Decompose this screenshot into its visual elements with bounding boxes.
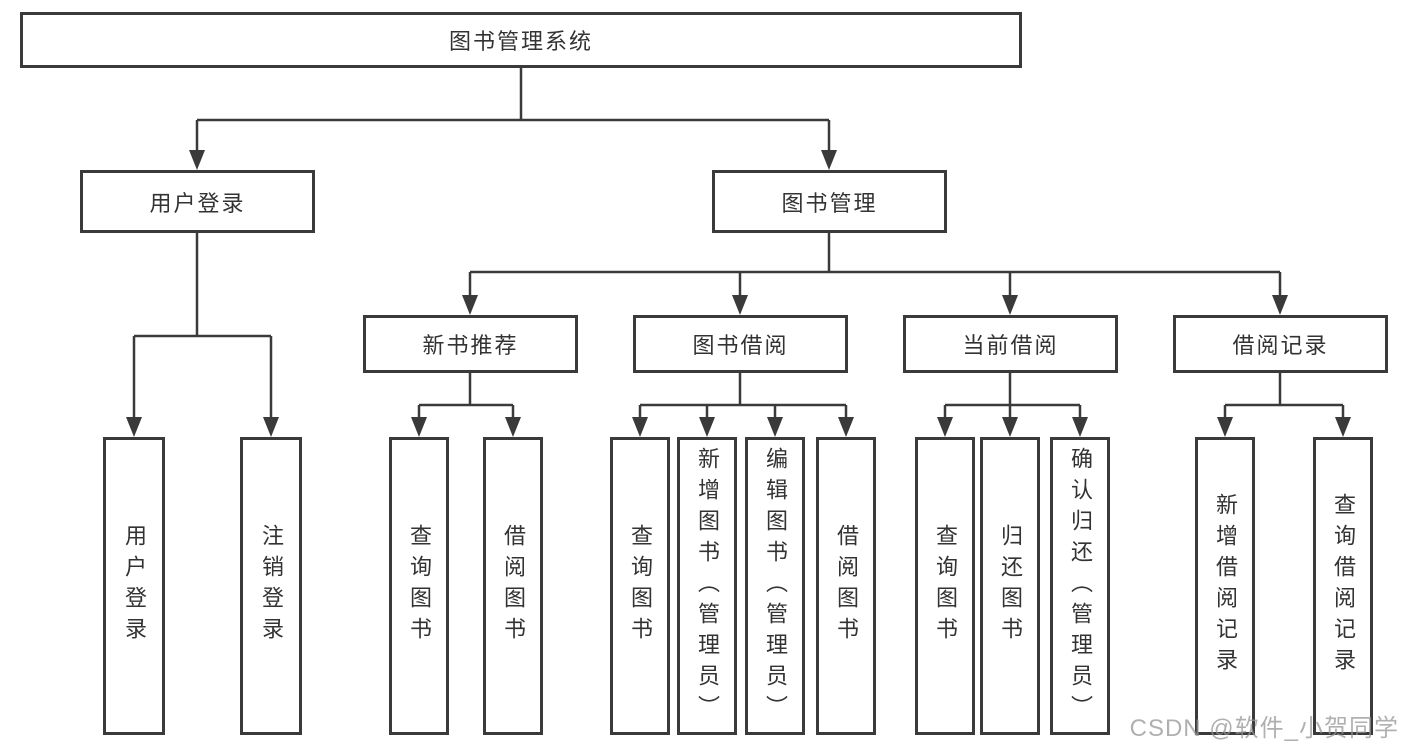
leaf-label: 查询借阅记录 — [1331, 493, 1356, 679]
leaf-borrow-books-borrow: 借阅图书 — [816, 437, 876, 735]
leaf-edit-books-admin: 编辑图书（管理员） — [745, 437, 805, 735]
node-label: 新书推荐 — [422, 333, 519, 358]
leaf-user-login: 用户登录 — [103, 437, 165, 735]
node-new-book-recommend: 新书推荐 — [363, 315, 578, 373]
leaf-label: 新增借阅记录 — [1213, 493, 1238, 679]
leaf-query-borrow-record: 查询借阅记录 — [1313, 437, 1373, 735]
node-book-management: 图书管理 — [712, 170, 947, 233]
leaf-add-borrow-record: 新增借阅记录 — [1195, 437, 1255, 735]
leaf-query-books-borrow: 查询图书 — [610, 437, 670, 735]
node-book-borrow: 图书借阅 — [633, 315, 848, 373]
node-label: 图书管理系统 — [448, 29, 593, 54]
node-current-borrow: 当前借阅 — [903, 315, 1118, 373]
leaf-return-books: 归还图书 — [980, 437, 1040, 735]
node-label: 用户登录 — [149, 190, 246, 216]
node-label: 借阅记录 — [1232, 333, 1329, 358]
node-borrow-records: 借阅记录 — [1173, 315, 1388, 373]
arrow-down-icons — [126, 150, 1351, 437]
leaf-label: 编辑图书（管理员） — [763, 446, 788, 726]
leaf-label: 查询图书 — [628, 524, 653, 648]
node-label: 图书管理 — [781, 190, 878, 216]
leaf-label: 新增图书（管理员） — [695, 446, 720, 726]
leaf-label: 用户登录 — [122, 524, 147, 648]
leaf-label: 借阅图书 — [501, 524, 526, 648]
leaf-confirm-return-admin: 确认归还（管理员） — [1050, 437, 1110, 735]
leaf-logout-login: 注销登录 — [240, 437, 302, 735]
leaf-label: 借阅图书 — [834, 524, 859, 648]
leaf-borrow-books-recommend: 借阅图书 — [483, 437, 543, 735]
leaf-label: 确认归还（管理员） — [1068, 446, 1093, 726]
leaf-query-books-recommend: 查询图书 — [389, 437, 449, 735]
node-user-login: 用户登录 — [80, 170, 315, 233]
leaf-label: 注销登录 — [259, 524, 284, 648]
leaf-label: 归还图书 — [998, 524, 1023, 648]
node-label: 图书借阅 — [692, 333, 789, 358]
leaf-label: 查询图书 — [933, 524, 958, 648]
node-root-system: 图书管理系统 — [20, 12, 1022, 68]
node-label: 当前借阅 — [962, 333, 1059, 358]
leaf-query-books-current: 查询图书 — [915, 437, 975, 735]
leaf-add-books-admin: 新增图书（管理员） — [677, 437, 737, 735]
leaf-label: 查询图书 — [407, 524, 432, 648]
